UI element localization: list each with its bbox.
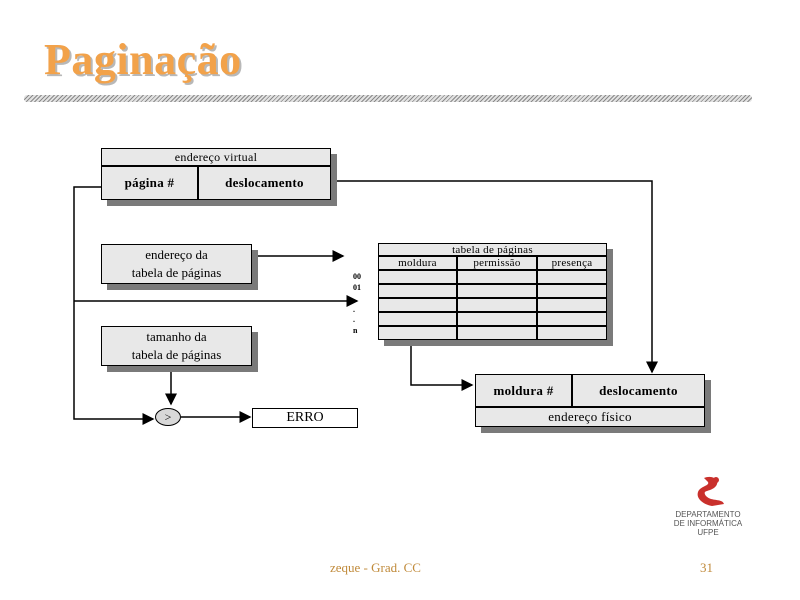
page-table-col-presence: presença [537,256,607,270]
error-box: ERRO [252,408,358,428]
page-index-label: . [353,305,355,314]
department-logo: DEPARTAMENTO DE INFORMÁTICA UFPE [668,474,748,540]
page-table-col-permission: permissão [457,256,537,270]
slide-title: Paginação [44,35,242,84]
physical-address-label: endereço físico [475,407,705,427]
page-index-label: . [353,315,355,324]
page-number-line [73,186,155,425]
virtual-offset: deslocamento [198,166,331,200]
page-table-entry [457,284,537,298]
page-table-entry [537,326,607,340]
page-index-label: 01 [353,283,361,292]
comparator-node: > [155,408,181,426]
page-table-entry [378,312,457,326]
page-table-entry [537,284,607,298]
page-table-entry [457,298,537,312]
page-table-entry [378,326,457,340]
page-index-label: n [353,326,358,335]
logo-line2: DE INFORMÁTICA [673,519,743,528]
page-table-entry [457,312,537,326]
logo-emblem-icon [697,476,724,506]
page-table-entry [378,270,457,284]
physical-offset: deslocamento [572,374,705,407]
title-underline [24,95,752,102]
offset-line [331,180,658,374]
logo-line1: DEPARTAMENTO [675,510,741,519]
page-table-address-line2: tabela de páginas [131,265,222,280]
physical-frame-number: moldura # [475,374,572,407]
page-table-entry [457,270,537,284]
page-table-size-line1: tamanho da [146,329,207,344]
page-table-entry [537,298,607,312]
page-table-entry [378,298,457,312]
page-table-size-line2: tabela de páginas [131,347,222,362]
page-table-label: tabela de páginas [378,243,607,256]
footer-page-number: 31 [700,560,713,575]
logo-line3: UFPE [697,528,719,537]
virtual-page-number: página # [101,166,198,200]
page-index-label: 00 [353,272,361,281]
page-index-label: . [353,295,355,304]
page-table-size-box [101,326,252,366]
page-table-col-frame: moldura [378,256,457,270]
virtual-address-label: endereço virtual [101,148,331,166]
frame-line [410,339,474,391]
page-table-address-box [101,244,252,284]
footer-author: zeque - Grad. CC [330,560,421,575]
page-table-address-line1: endereço da [145,247,208,262]
page-table-entry [537,312,607,326]
page-table-entry [457,326,537,340]
page-table-entry [378,284,457,298]
page-table-entry [537,270,607,284]
